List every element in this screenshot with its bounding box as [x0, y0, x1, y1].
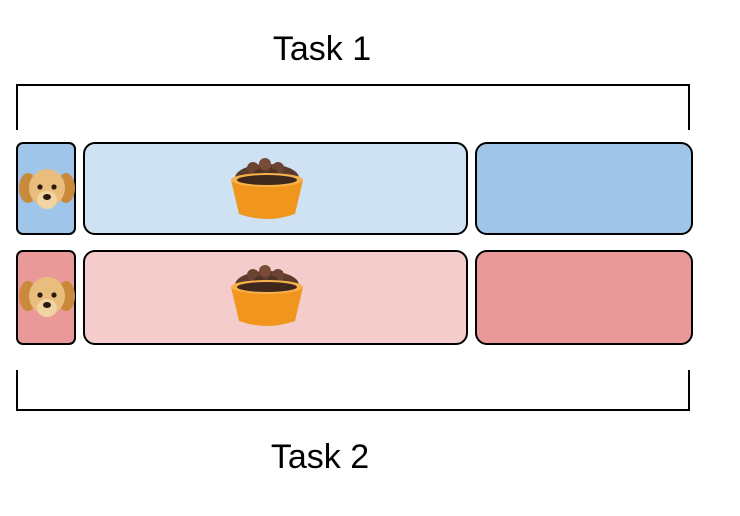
task-1-dog-box: [16, 142, 76, 235]
task-1-end-box: [475, 142, 693, 235]
task-1-label: Task 1: [272, 30, 372, 68]
task-2-end-box: [475, 250, 693, 345]
task-2-bracket: [16, 370, 690, 411]
task-1-food-box: [83, 142, 468, 235]
dog-food-bowl-icon: [231, 265, 303, 326]
task-2-dog-box: [16, 250, 76, 345]
task-1-bracket: [16, 84, 690, 130]
task-2-label: Task 2: [270, 438, 370, 476]
task-2-food-box: [83, 250, 468, 345]
puppy-face-icon: [19, 277, 75, 317]
dog-food-bowl-icon: [231, 158, 303, 219]
puppy-face-icon: [19, 169, 75, 209]
